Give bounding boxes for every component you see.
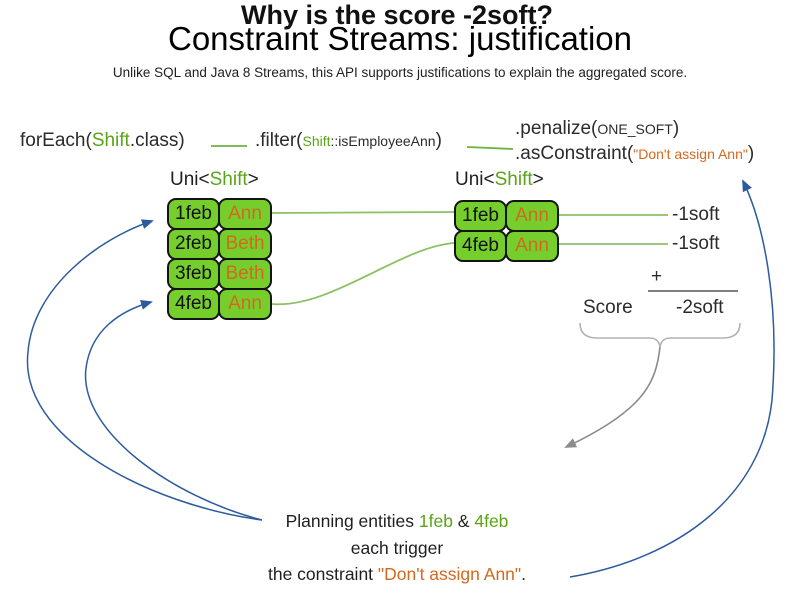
shift-date-cell: 2feb	[167, 228, 220, 260]
shift-row: 4feb Ann	[167, 288, 272, 320]
shift-date-cell: 4feb	[454, 230, 507, 262]
foreach-prefix: forEach(	[20, 130, 92, 151]
foreach-class: Shift	[91, 130, 130, 151]
asconstraint-prefix: .asConstraint(	[515, 143, 634, 164]
right-stream: 1feb Ann 4feb Ann	[454, 200, 559, 262]
why-heading: Why is the score -2soft?	[240, 0, 554, 30]
line3-suffix: .	[521, 564, 526, 584]
connector-1feb	[271, 211, 455, 214]
shift-employee-cell: Ann	[505, 230, 559, 262]
score-brace	[579, 322, 741, 348]
line1-amp: &	[452, 511, 475, 531]
connector-4feb	[271, 242, 455, 306]
score-total: -2soft	[676, 297, 724, 318]
left-uni-prefix: Uni<	[170, 169, 210, 190]
left-uni-suffix: >	[247, 169, 259, 190]
shift-row: 2feb Beth	[167, 228, 272, 260]
left-uni-type: Shift	[209, 169, 248, 190]
shift-date-cell: 1feb	[454, 200, 507, 232]
shift-employee-cell: Ann	[218, 198, 272, 230]
foreach-suffix: .class)	[129, 130, 185, 151]
penalize-prefix: .penalize(	[515, 118, 598, 139]
line1-prefix: Planning entities	[285, 511, 419, 531]
penalize-arg: ONE_SOFT	[597, 121, 673, 137]
asconstraint-arg: "Don't assign Ann"	[633, 146, 748, 162]
line3-constraint: "Don't assign Ann"	[377, 564, 522, 584]
right-uni-type: Shift	[494, 169, 533, 190]
penalize-close: )	[672, 118, 680, 139]
right-stream-type-label: Uni<Shift>	[455, 169, 544, 191]
asconstraint-call: .asConstraint("Don't assign Ann")	[515, 143, 754, 165]
code-connector-line-2	[466, 146, 514, 150]
line3-prefix: the constraint	[267, 564, 378, 584]
shift-row: 1feb Ann	[454, 200, 559, 232]
asconstraint-close: )	[747, 143, 755, 164]
line1-entity-1feb: 1feb	[418, 511, 453, 531]
explanation-to-4feb-arrow	[84, 299, 263, 521]
score-label: Score	[583, 297, 633, 318]
left-stream: 1feb Ann 2feb Beth 3feb Beth 4feb Ann	[167, 198, 272, 320]
filter-close: )	[435, 130, 442, 151]
brace-to-why-arrow	[564, 346, 661, 448]
shift-employee-cell: Ann	[505, 200, 559, 232]
explanation-line-2: each trigger	[350, 538, 444, 558]
shift-row: 1feb Ann	[167, 198, 272, 230]
right-uni-prefix: Uni<	[455, 169, 495, 190]
shift-date-cell: 3feb	[167, 258, 220, 290]
filter-class: Shift	[302, 133, 331, 149]
penalize-call: .penalize(ONE_SOFT)	[515, 118, 679, 140]
explanation-line-3: the constraint "Don't assign Ann".	[97, 564, 697, 585]
explanation-line-1: Planning entities 1feb & 4feb	[97, 511, 697, 532]
shift-date-cell: 1feb	[167, 198, 220, 230]
shift-employee-cell: Ann	[218, 288, 272, 320]
shift-employee-cell: Beth	[218, 228, 272, 260]
row-score-2: -1soft	[672, 233, 720, 254]
filter-prefix: .filter(	[255, 130, 303, 151]
row-score-1: -1soft	[672, 204, 720, 225]
left-stream-type-label: Uni<Shift>	[170, 169, 259, 191]
shift-row: 4feb Ann	[454, 230, 559, 262]
filter-method: ::isEmployeeAnn	[330, 133, 436, 149]
slide-title: Constraint Streams: justification	[167, 20, 632, 57]
shift-date-cell: 4feb	[167, 288, 220, 320]
right-uni-suffix: >	[532, 169, 544, 190]
shift-row: 3feb Beth	[167, 258, 272, 290]
filter-call: .filter(Shift::isEmployeeAnn)	[255, 130, 442, 152]
plus-sign: +	[651, 266, 663, 287]
line1-entity-4feb: 4feb	[474, 511, 509, 531]
foreach-call: forEach(Shift.class)	[20, 130, 185, 152]
shift-employee-cell: Beth	[218, 258, 272, 290]
slide-subtitle: Unlike SQL and Java 8 Streams, this API …	[112, 65, 688, 80]
